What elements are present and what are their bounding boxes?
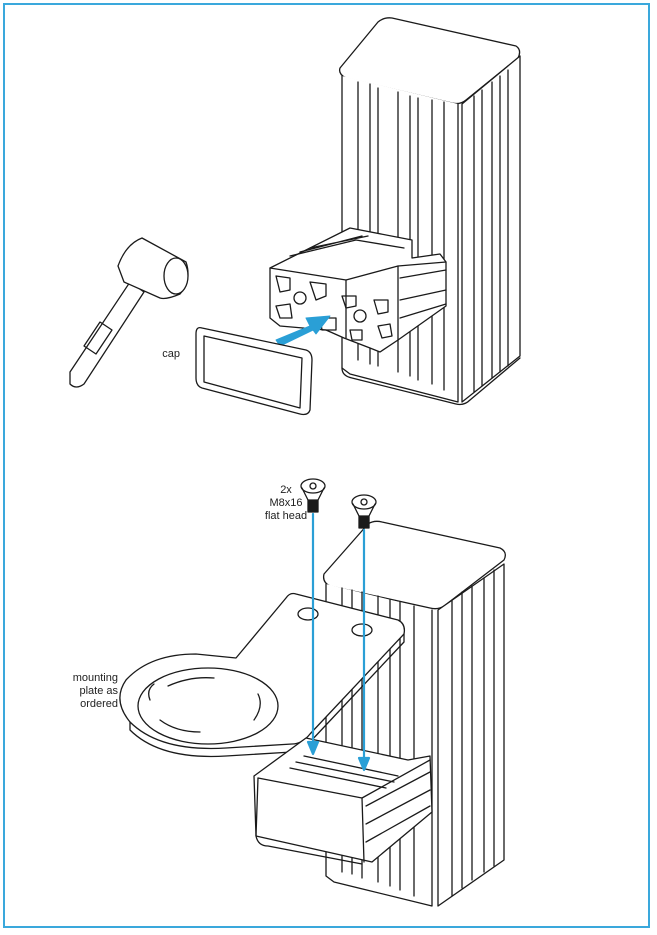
cap-icon bbox=[195, 326, 313, 416]
cap-label: cap bbox=[162, 348, 180, 360]
horizontal-profile bbox=[253, 737, 433, 865]
plate-label-line: ordered bbox=[80, 698, 118, 710]
screw-label-line: M8x16 bbox=[269, 497, 303, 509]
plate-label-line: plate as bbox=[79, 685, 118, 697]
plate-label-line: mounting bbox=[72, 672, 118, 684]
plate-label: mounting plate as ordered bbox=[60, 672, 118, 711]
screw-icon bbox=[351, 494, 377, 529]
figure-frame bbox=[3, 3, 650, 928]
screw-label-line: flat head bbox=[264, 510, 308, 522]
screw-label-line: 2x bbox=[280, 484, 292, 496]
screw-icon bbox=[300, 478, 326, 513]
mounting-plate-icon bbox=[119, 592, 406, 758]
arrow-icon bbox=[306, 512, 371, 772]
arrow-icon bbox=[275, 315, 331, 347]
screw-label: 2x M8x16 flat head bbox=[256, 484, 316, 523]
mallet-icon bbox=[69, 237, 189, 388]
